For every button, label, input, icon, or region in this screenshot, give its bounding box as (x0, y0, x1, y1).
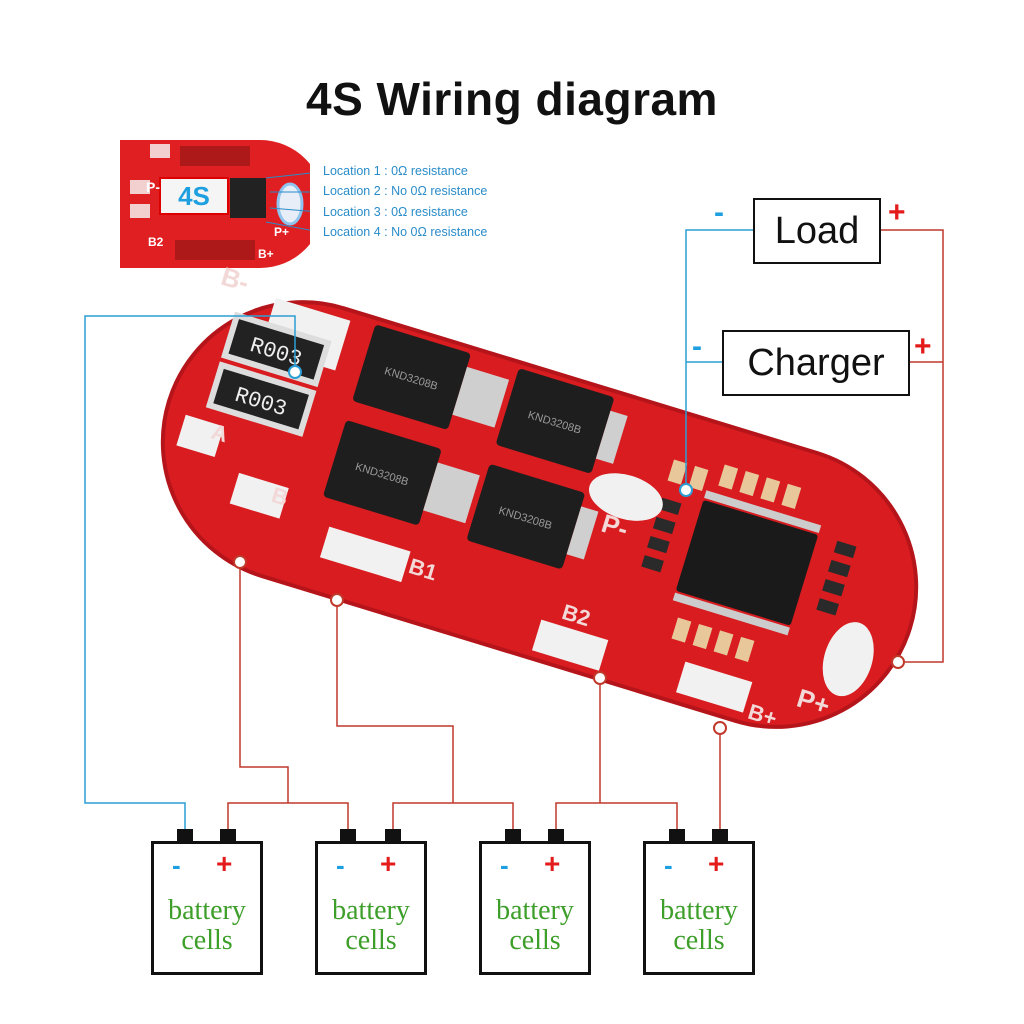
cell-1-negative-sign: - (172, 850, 181, 880)
balance-wires (227, 229, 944, 830)
charger-box: Charger (722, 330, 910, 396)
cell-3-positive-terminal (548, 829, 564, 843)
location-1-note: Location 1 : 0Ω resistance (323, 164, 468, 178)
thumb-b2: B2 (148, 235, 164, 249)
cell-2-negative-sign: - (336, 850, 345, 880)
thumb-p-plus: P+ (274, 225, 289, 239)
cell-3-positive-sign: + (544, 848, 561, 879)
cell-2-negative-terminal (340, 829, 356, 843)
cell-2-positive-terminal (385, 829, 401, 843)
diagram-title: 4S Wiring diagram (306, 73, 718, 125)
board-thumbnail: 4S P- B2 B+ P+ (120, 140, 310, 268)
load-box: Load (753, 198, 881, 264)
bms-board: R003 R003 KND3208B KND3208B KND3208B KND… (160, 261, 919, 731)
pad-label-a: A (209, 419, 232, 448)
negative-wires (84, 229, 755, 830)
cell-3-negative-sign: - (500, 850, 509, 880)
thumb-p-minus: P- (146, 179, 160, 195)
charger-negative-sign: - (692, 330, 702, 363)
cell-3-negative-terminal (505, 829, 521, 843)
charger-positive-sign: + (914, 330, 932, 363)
load-negative-sign: - (714, 196, 724, 229)
cell-1-positive-sign: + (216, 848, 233, 879)
cell-4-negative-sign: - (664, 850, 673, 880)
thumb-b-plus: B+ (258, 247, 274, 261)
wire-endpoints (233, 365, 905, 735)
thumbnail-badge: 4S (178, 181, 210, 211)
pad-label-b-minus: B- (218, 261, 253, 298)
charger-label: Charger (747, 342, 885, 384)
cell-2-positive-sign: + (380, 848, 397, 879)
cell-4-positive-terminal (712, 829, 728, 843)
cell-1-positive-terminal (220, 829, 236, 843)
pad-label-b: B (269, 482, 292, 511)
load-label: Load (774, 210, 860, 252)
cell-4-positive-sign: + (708, 848, 725, 879)
location-4-note: Location 4 : No 0Ω resistance (323, 225, 488, 239)
load-positive-sign: + (888, 196, 906, 229)
cell-4-negative-terminal (669, 829, 685, 843)
location-2-note: Location 2 : No 0Ω resistance (323, 184, 488, 198)
location-3-note: Location 3 : 0Ω resistance (323, 205, 468, 219)
cell-1-negative-terminal (177, 829, 193, 843)
